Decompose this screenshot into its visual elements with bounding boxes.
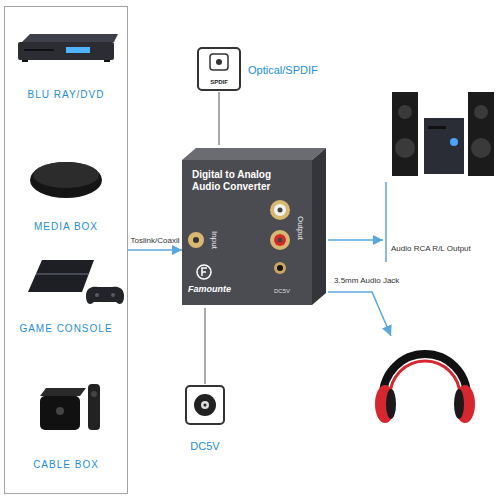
speaker-cone — [474, 105, 488, 119]
player-front — [18, 42, 114, 60]
spdif-icon — [198, 48, 240, 90]
player-display — [66, 47, 90, 53]
headphones — [375, 354, 475, 423]
controller-stick — [95, 293, 99, 297]
rca-jack-white — [270, 200, 290, 220]
brand-logo — [202, 268, 207, 276]
player-top — [22, 34, 118, 42]
ear-cup — [455, 385, 475, 423]
dc-callout — [186, 308, 224, 424]
stereo-unit — [424, 118, 464, 174]
speaker-cone — [395, 138, 415, 158]
headphone-jack — [274, 262, 286, 274]
speaker-system — [392, 92, 494, 176]
player-foot — [104, 60, 110, 62]
headphone-arrow — [328, 292, 391, 336]
rca-jack-white — [278, 208, 283, 213]
power-label: DC5V — [274, 288, 304, 294]
game-console — [28, 260, 124, 304]
rca-jack-red — [274, 234, 286, 246]
device-label: CABLE BOX — [5, 459, 127, 470]
optical-port-symbol — [210, 54, 228, 70]
controller — [86, 287, 124, 304]
coax-input-jack — [188, 232, 204, 248]
dc-jack-icon — [204, 404, 207, 407]
port-label: Input — [209, 220, 219, 260]
headband — [383, 354, 467, 396]
console-stripe — [36, 273, 88, 275]
callout-label: DC5V — [185, 440, 225, 452]
converter-side — [312, 148, 326, 305]
rca-jack-red — [270, 230, 290, 250]
callout-label: Optical/SPDIF — [248, 64, 348, 76]
rca-output-arrow — [328, 239, 383, 241]
media-box-top — [33, 162, 99, 188]
spdif-callout — [198, 48, 240, 145]
speaker — [468, 92, 494, 176]
controller-stick — [111, 293, 115, 297]
media-box-body — [30, 162, 102, 198]
speaker-cone — [398, 105, 412, 119]
leader-line — [219, 92, 220, 145]
converter-illustration — [182, 148, 326, 305]
speaker-bracket — [385, 182, 387, 262]
leader-line — [205, 308, 206, 384]
headband-inner — [390, 361, 460, 396]
bluray-player — [18, 34, 118, 62]
device-label: BLU RAY/DVD — [5, 89, 127, 100]
converter-box: Digital to Analog Audio ConverterInput Ou… — [182, 160, 312, 305]
stereo-slot — [428, 126, 446, 129]
device-label: GAME CONSOLE — [5, 323, 127, 334]
player-foot — [22, 60, 28, 62]
edge-label: Toslink/Coaxil — [130, 236, 181, 245]
rca-jack-red — [278, 238, 283, 243]
cable-box — [40, 384, 100, 430]
headphone-jack — [277, 265, 283, 271]
cable-box-body — [40, 396, 80, 430]
coax-input-jack — [193, 237, 199, 243]
media-box — [30, 162, 102, 198]
ear-cup — [375, 385, 395, 423]
signal-connector — [128, 249, 182, 251]
ear-cushion — [386, 389, 396, 419]
source-device-panel: BLU RAY/DVD MEDIA BOX GAME CONSOLE CABLE BO… — [4, 6, 128, 494]
brand-name: Famounte — [188, 284, 258, 294]
optical-port-symbol — [216, 59, 222, 65]
output-label: 3.5mm Audio Jack — [334, 276, 434, 285]
dc-jack-icon — [201, 401, 209, 409]
cable-box-logo — [56, 407, 64, 415]
remote-button — [91, 391, 97, 397]
output-label: Audio RCA R/L Output — [391, 244, 496, 253]
dc-jack-icon — [186, 386, 224, 424]
device-label: MEDIA BOX — [5, 221, 127, 232]
cable-box-top — [40, 388, 86, 396]
remote — [88, 384, 100, 430]
speaker-cone — [471, 138, 491, 158]
stereo-knob — [450, 138, 458, 146]
rca-jack-white — [274, 204, 286, 216]
icon-text: SPDIF — [198, 79, 240, 85]
converter-top — [182, 148, 326, 160]
disc-slot — [24, 49, 54, 51]
ear-cushion — [454, 389, 464, 419]
console-body — [28, 260, 94, 292]
converter-front — [182, 160, 312, 305]
converter-title: Digital to Analog Audio Converter — [192, 169, 288, 193]
dc-jack-icon — [194, 394, 216, 416]
speaker — [392, 92, 418, 176]
brand-logo — [197, 265, 211, 279]
port-label: Output — [295, 208, 305, 248]
